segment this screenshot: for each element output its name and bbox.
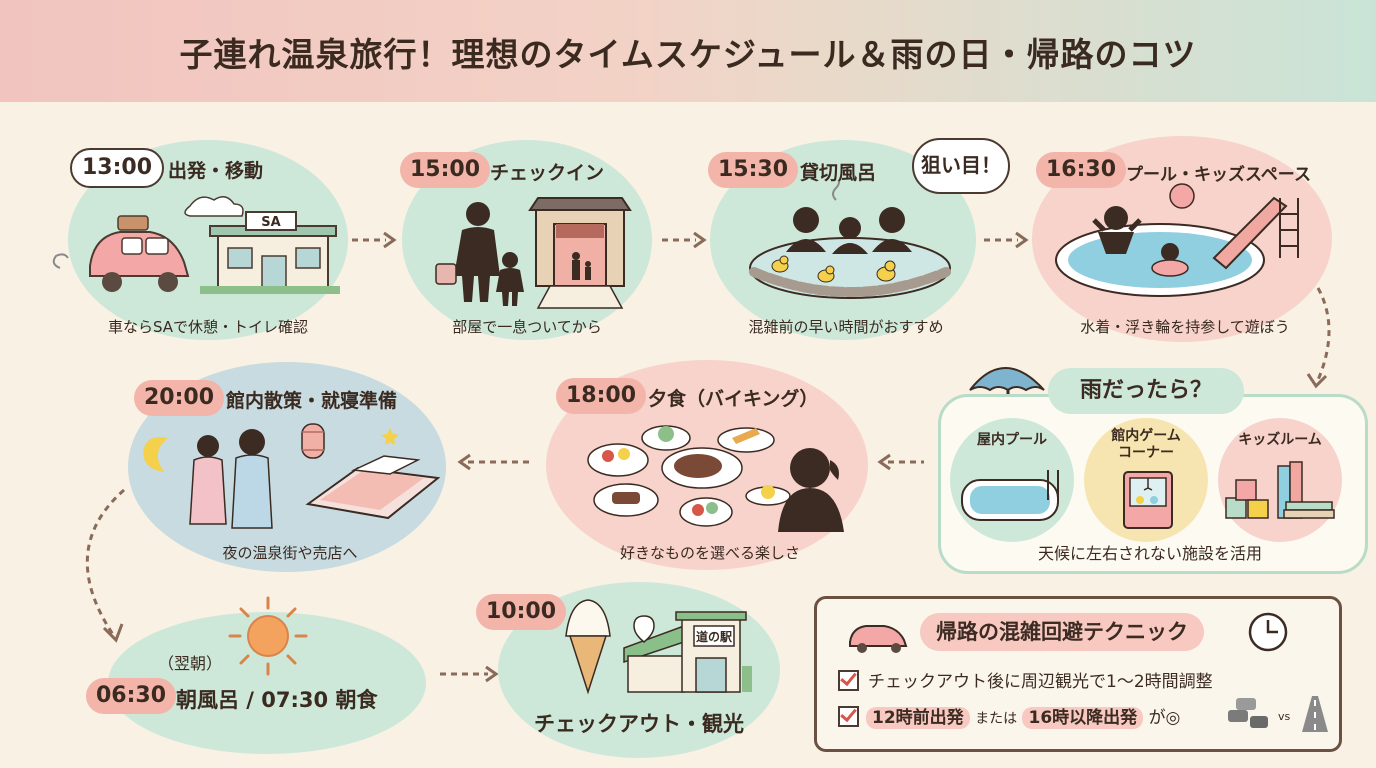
private-bath-illustration	[749, 180, 951, 299]
lantern-icon	[301, 423, 325, 459]
tip-line-1: チェックアウト後に周辺観光で1～2時間調整	[868, 672, 1213, 692]
tip-or: または	[975, 711, 1018, 727]
roadside-station-icon	[623, 611, 752, 693]
step-checkout-time: 10:00	[476, 594, 567, 630]
step-pool-time: 16:30	[1036, 152, 1127, 188]
arrow-right-4	[440, 665, 499, 683]
car-icon-small	[849, 625, 908, 653]
tip-highlight-before-noon: 12時前出発	[866, 707, 970, 729]
station-sign-text: 道の駅	[696, 629, 733, 644]
claw-machine-icon	[1123, 471, 1173, 529]
rain-item-indoor-pool-label: 屋内プール	[977, 432, 1047, 448]
bathers-icon	[786, 207, 912, 254]
indoor-pool-icon	[961, 470, 1059, 521]
checkout-illustration: 道の駅	[565, 599, 752, 695]
step-checkin-caption: 部屋で一息ついてから	[452, 318, 602, 336]
tip-check-1	[838, 670, 859, 691]
traffic-jam-vs-empty-road-icon: vs	[1228, 696, 1328, 732]
step-checkout-label: チェックアウト・観光	[534, 712, 744, 736]
swimming-kids-icon	[1092, 206, 1189, 277]
arrow-right-1	[352, 231, 397, 249]
arrow-left-1	[877, 453, 924, 471]
tip-check-2	[838, 706, 859, 727]
tip-highlight-after-16: 16時以降出発	[1022, 707, 1144, 729]
vs-text: vs	[1278, 710, 1291, 723]
futon-icon	[305, 455, 440, 520]
step-night-label: 館内散策・就寝準備	[226, 390, 398, 412]
steam-icon	[832, 180, 840, 201]
step-night-time: 20:00	[134, 380, 225, 416]
rain-item-kids-room-label: キッズルーム	[1238, 432, 1322, 448]
yukata-family-icon	[189, 429, 273, 529]
tip-good: が◎	[1148, 708, 1181, 728]
step-night-caption: 夜の温泉街や売店へ	[222, 544, 358, 562]
arrow-right-3	[984, 231, 1029, 249]
recommend-bubble: 狙い目！	[912, 138, 1010, 194]
step-private-bath-time: 15:30	[708, 152, 799, 188]
departure-illustration: SA	[52, 196, 340, 294]
step-morning-label: 朝風呂 / 07:30 朝食	[176, 688, 378, 712]
blocks-books-icon	[1225, 461, 1335, 519]
page-title: 子連れ温泉旅行！理想のタイムスケジュール＆雨の日・帰路のコツ	[179, 35, 1197, 74]
step-pool-caption: 水着・浮き輪を持参して遊ぼう	[1080, 318, 1290, 336]
step-pool-label: プール・キッズスペース	[1126, 165, 1311, 185]
rain-title: 雨だったら？	[1048, 368, 1244, 414]
arrow-down-right	[1306, 287, 1331, 389]
arrow-right-2	[662, 231, 707, 249]
step-checkin-label: チェックイン	[490, 162, 605, 184]
step-private-bath-caption: 混雑前の早い時間がおすすめ	[748, 318, 944, 336]
pool-illustration	[1055, 183, 1299, 297]
title-banner	[0, 0, 1376, 102]
beach-ball-icon	[1169, 183, 1195, 209]
checkin-illustration	[435, 197, 632, 309]
slide-icon	[1212, 196, 1299, 270]
step-departure-label: 出発・移動	[168, 160, 264, 182]
star-icon	[381, 428, 399, 445]
step-dinner-time: 18:00	[556, 378, 647, 414]
bath-pool-icon	[749, 237, 951, 299]
step-morning-time: 06:30	[86, 678, 177, 714]
sa-building-icon	[200, 211, 340, 294]
step-departure-time: 13:00	[70, 148, 165, 188]
tip-line-2: 12時前出発 または 16時以降出発 が◎	[866, 703, 1181, 729]
sun-icon	[228, 596, 308, 676]
tips-title: 帰路の混雑回避テクニック	[920, 613, 1204, 651]
clock-icon	[1248, 612, 1288, 652]
buffet-illustration	[587, 425, 844, 532]
step-morning-prefix: （翌朝）	[158, 654, 223, 673]
step-dinner-label: 夕食（バイキング）	[648, 388, 819, 410]
family-silhouette-icon	[435, 202, 524, 306]
night-illustration	[143, 423, 440, 529]
inn-building-icon	[528, 197, 632, 309]
child-silhouette-icon	[745, 448, 844, 532]
rain-item-game-label: 館内ゲーム コーナー	[1111, 428, 1181, 461]
step-departure-caption: 車ならSAで休憩・トイレ確認	[107, 318, 309, 336]
arrow-left-2	[457, 453, 534, 471]
moon-icon	[143, 437, 168, 472]
car-icon	[52, 215, 190, 292]
arrow-down-left	[85, 488, 125, 643]
step-dinner-caption: 好きなものを選べる楽しさ	[619, 544, 800, 562]
rubber-duck-icon	[771, 255, 896, 283]
step-checkin-time: 15:00	[400, 152, 491, 188]
sa-sign-text: SA	[261, 215, 280, 230]
thought-cloud-icon	[184, 196, 244, 217]
soft-serve-icon	[565, 599, 611, 695]
step-private-bath-label: 貸切風呂	[800, 162, 877, 184]
rain-caption: 天候に左右されない施設を活用	[1037, 544, 1262, 563]
food-plates-icon	[587, 425, 775, 527]
